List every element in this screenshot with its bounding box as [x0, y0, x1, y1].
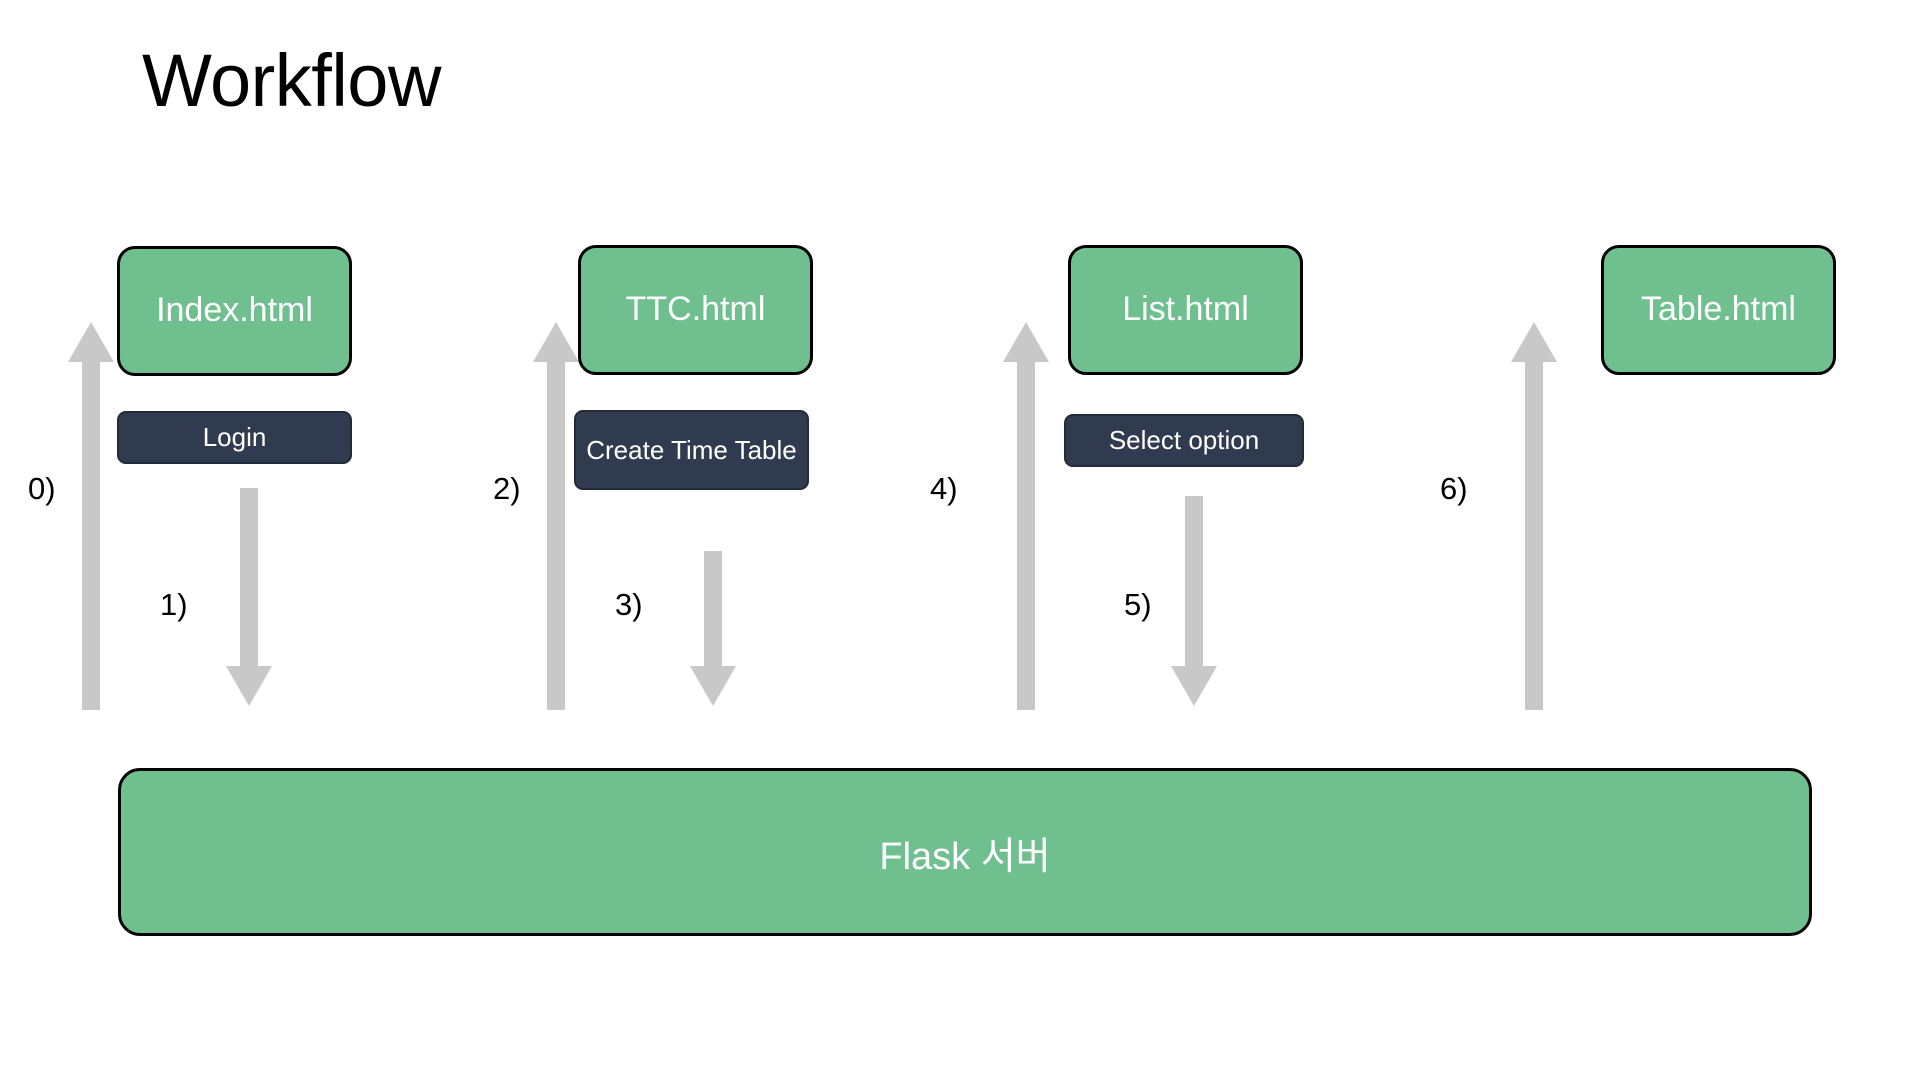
- step-label-6: 6): [1440, 471, 1468, 506]
- flask-server-bar[interactable]: Flask 서버: [118, 768, 1812, 936]
- page-box-index[interactable]: Index.html: [117, 246, 352, 376]
- page-box-table[interactable]: Table.html: [1601, 245, 1836, 375]
- page-box-index-label: Index.html: [156, 291, 313, 330]
- arrow-down-3: [690, 551, 736, 706]
- arrow-up-4: [1003, 322, 1049, 710]
- step-label-1: 1): [160, 587, 188, 622]
- button-select-option[interactable]: Select option: [1064, 414, 1304, 467]
- page-box-list[interactable]: List.html: [1068, 245, 1303, 375]
- step-label-3: 3): [615, 587, 643, 622]
- button-create-time-table[interactable]: Create Time Table: [574, 410, 809, 490]
- step-label-2: 2): [493, 471, 521, 506]
- page-box-ttc-label: TTC.html: [625, 290, 766, 329]
- page-box-table-label: Table.html: [1641, 290, 1796, 329]
- button-login-label: Login: [202, 422, 267, 453]
- button-create-time-table-label: Create Time Table: [586, 434, 797, 465]
- button-select-option-label: Select option: [1108, 425, 1260, 456]
- step-label-0: 0): [28, 471, 56, 506]
- arrow-down-1: [226, 488, 272, 706]
- page-box-list-label: List.html: [1122, 290, 1249, 329]
- arrow-up-6: [1511, 322, 1557, 710]
- step-label-5: 5): [1124, 587, 1152, 622]
- arrow-up-2: [533, 322, 579, 710]
- arrow-down-5: [1171, 496, 1217, 706]
- page-box-ttc[interactable]: TTC.html: [578, 245, 813, 375]
- button-login[interactable]: Login: [117, 411, 352, 464]
- step-label-4: 4): [930, 471, 958, 506]
- arrow-up-0: [68, 322, 114, 710]
- flask-server-label: Flask 서버: [879, 835, 1051, 878]
- page-title: Workflow: [142, 39, 441, 122]
